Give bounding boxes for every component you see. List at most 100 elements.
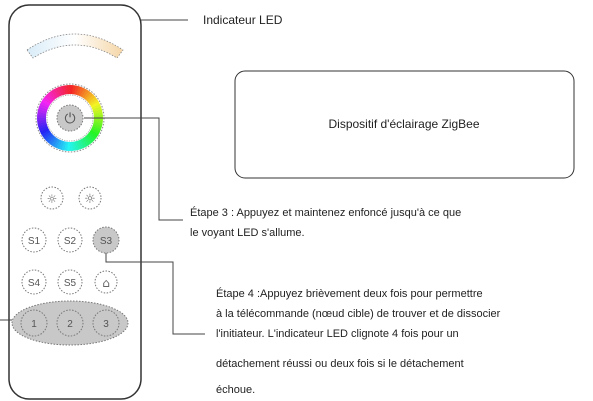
color-wheel-segment	[88, 131, 98, 140]
color-wheel-segment	[37, 108, 47, 114]
zigbee-device-label: Dispositif d'éclairage ZigBee	[328, 117, 479, 131]
color-wheel[interactable]	[37, 85, 103, 151]
color-wheel-segment	[51, 89, 59, 99]
home-icon: ⌂	[102, 276, 110, 290]
step3-line-2: le voyant LED s'allume.	[190, 227, 305, 239]
step4-line-3: l'initiateur. L'indicateur LED clignote …	[216, 328, 459, 340]
color-wheel-segment	[86, 94, 96, 103]
color-wheel-segment	[77, 139, 84, 150]
color-wheel-segment	[76, 86, 82, 96]
color-wheel-segment	[64, 85, 69, 95]
color-wheel-segment	[53, 87, 61, 98]
color-wheel-segment	[41, 98, 51, 106]
step4-line-4: détachement réussi ou deux fois si le dé…	[216, 358, 464, 370]
color-wheel-segment	[93, 112, 103, 117]
zone-label-3: 3	[103, 319, 109, 330]
color-wheel-segment	[85, 92, 94, 102]
brightness-up-button[interactable]	[78, 186, 102, 210]
scene-label-s5: S5	[64, 278, 77, 289]
zone-label-2: 2	[67, 319, 73, 330]
color-wheel-segment	[50, 137, 58, 147]
step4-line-2: à la télécommande (nœud cible) de trouve…	[216, 308, 501, 320]
color-wheel-segment	[48, 136, 57, 146]
color-wheel-segment	[37, 123, 48, 130]
color-wheel-segment	[53, 138, 60, 148]
scene-label-s2: S2	[64, 236, 77, 247]
led-indicator-strip	[26, 33, 124, 59]
step3-leader-line	[84, 117, 183, 221]
brightness-down-button[interactable]	[40, 186, 64, 210]
color-wheel-segment	[91, 104, 102, 111]
color-wheel-segment	[81, 137, 89, 147]
scene-button-s2[interactable]	[57, 227, 83, 253]
color-wheel-segment	[46, 92, 55, 102]
color-wheel-segment	[67, 85, 71, 95]
color-wheel-segment	[44, 94, 54, 103]
scene-label-s4: S4	[28, 278, 41, 289]
color-wheel-segment	[78, 86, 85, 97]
power-button[interactable]	[56, 104, 84, 132]
color-wheel-segment	[42, 96, 52, 105]
scene-button-s4[interactable]	[21, 269, 47, 295]
scene-button-s5[interactable]	[57, 269, 83, 295]
color-wheel-segment	[71, 141, 76, 151]
color-wheel-segment	[38, 106, 48, 112]
zigbee-device-box	[234, 70, 575, 179]
color-wheel-segment	[37, 119, 47, 124]
color-wheel-segment	[89, 130, 99, 138]
scene-button-s1[interactable]	[21, 227, 47, 253]
color-wheel-segment	[88, 96, 98, 105]
sun-icon: ☼	[47, 192, 58, 206]
zone-button-1[interactable]	[20, 309, 48, 337]
color-wheel-segment	[86, 133, 96, 142]
color-wheel-segment	[75, 140, 82, 151]
color-wheel-segment	[37, 117, 47, 121]
zone-button-3[interactable]	[92, 309, 120, 337]
zone-label-1: 1	[31, 319, 37, 330]
color-wheel-segment	[58, 140, 64, 150]
color-wheel-segment	[83, 136, 92, 146]
color-wheel-segment	[63, 141, 68, 151]
color-wheel-segment	[69, 141, 73, 151]
color-wheel-segment	[44, 133, 54, 142]
color-wheel-segment	[93, 122, 103, 128]
color-wheel-segment	[92, 124, 102, 130]
step4-line-1: Étape 4 :Appuyez brièvement deux fois po…	[216, 288, 483, 300]
scene-label-s3: S3	[100, 236, 113, 247]
step3-line-1: Étape 3 : Appuyez et maintenez enfoncé j…	[190, 207, 462, 219]
color-wheel-segment	[38, 125, 49, 132]
color-wheel-segment	[83, 90, 92, 100]
color-wheel-segment	[93, 120, 103, 125]
color-wheel-segment	[38, 103, 49, 110]
color-wheel-segment	[56, 86, 63, 97]
color-wheel-segment	[39, 127, 50, 135]
color-wheel-segment	[90, 128, 100, 135]
color-wheel-segment	[82, 89, 90, 99]
color-wheel-segment	[79, 138, 87, 149]
zone-button-2[interactable]	[56, 309, 84, 337]
color-wheel-segment	[41, 129, 51, 137]
color-wheel-segment	[42, 131, 52, 140]
scene-button-s3[interactable]	[92, 226, 120, 254]
color-wheel-segment	[74, 85, 80, 95]
color-wheel-segment	[60, 141, 66, 151]
color-wheel-segment	[48, 90, 57, 100]
color-wheel-segment	[72, 85, 77, 95]
color-wheel-segment	[58, 85, 65, 96]
color-wheel-segment	[80, 88, 87, 98]
power-icon: ⏻	[64, 111, 75, 127]
color-wheel-segment	[85, 134, 94, 144]
color-wheel-segment	[90, 101, 101, 109]
color-wheel-segment	[55, 139, 62, 150]
color-wheel-segment	[89, 99, 99, 107]
color-wheel-segment	[91, 126, 102, 133]
color-wheel-segment	[40, 101, 50, 108]
color-wheel-segment	[46, 134, 55, 144]
led-indicator-label: Indicateur LED	[203, 13, 283, 27]
color-wheel-segment	[92, 106, 103, 113]
step4-leader-line	[105, 253, 205, 335]
scene-label-s1: S1	[28, 236, 41, 247]
home-button[interactable]	[94, 270, 118, 294]
color-wheel-segment	[37, 111, 47, 116]
